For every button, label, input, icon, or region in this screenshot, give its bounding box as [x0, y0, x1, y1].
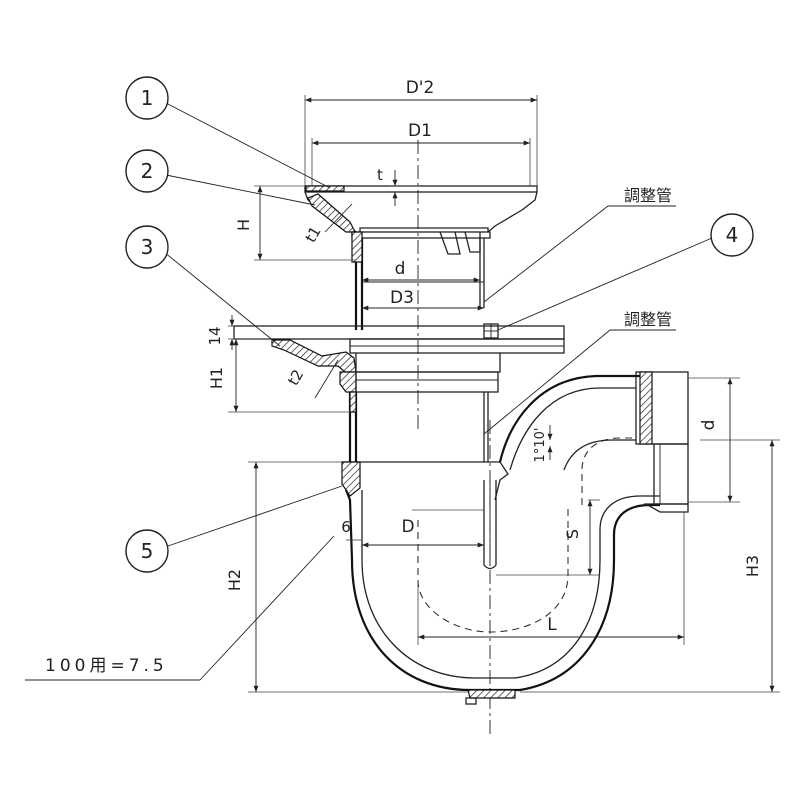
svg-text:3: 3: [141, 235, 154, 259]
callout-4: 4: [710, 213, 754, 257]
dim-d1: D1: [408, 121, 432, 141]
dim-d-top: d: [395, 259, 406, 279]
dim-14: 14: [206, 326, 224, 345]
note-100-label: 100用=7.5: [45, 656, 168, 676]
svg-text:4: 4: [726, 223, 739, 247]
dim-t1: t1: [301, 223, 324, 245]
dimension-labels: D'2 D1 t t1 H d D3 14 H1 t2 6 D H2 S L 1…: [206, 78, 762, 635]
top-grate: [304, 185, 538, 255]
dim-d3: D3: [390, 288, 414, 308]
middle-flange: [233, 323, 565, 393]
callout-3: 3: [125, 225, 169, 269]
trap-body: [341, 437, 660, 705]
dim-slope: 1°10': [533, 428, 548, 463]
dim-h3: H3: [743, 555, 762, 577]
dim-h1: H1: [207, 367, 226, 389]
callout-5: 5: [125, 529, 169, 573]
dim-l: L: [547, 615, 557, 635]
callout-1: 1: [125, 76, 169, 120]
dim-h: H: [234, 219, 253, 231]
callout-2: 2: [125, 149, 169, 193]
dim-h2: H2: [225, 569, 244, 591]
dimension-lines: [228, 95, 780, 693]
dim-t2: t2: [284, 366, 307, 388]
text-labels: 調整管 調整管 100用=7.5: [45, 186, 672, 676]
dim-d-outlet: d: [699, 420, 719, 431]
svg-text:2: 2: [141, 159, 154, 183]
dim-d-trap: D: [401, 517, 414, 537]
adjust-pipe-label-2: 調整管: [624, 310, 672, 329]
outlet-elbow: [498, 371, 689, 513]
svg-text:5: 5: [141, 539, 154, 563]
dim-d2: D'2: [406, 78, 435, 98]
leader-lines: [25, 102, 713, 681]
lower-body: [348, 391, 489, 462]
adjust-pipe-label-1: 調整管: [624, 186, 672, 205]
dim-6: 6: [341, 518, 351, 536]
dim-t: t: [377, 166, 383, 184]
svg-text:1: 1: [141, 86, 154, 110]
dim-s: S: [563, 529, 582, 539]
center-lines: [417, 140, 491, 735]
